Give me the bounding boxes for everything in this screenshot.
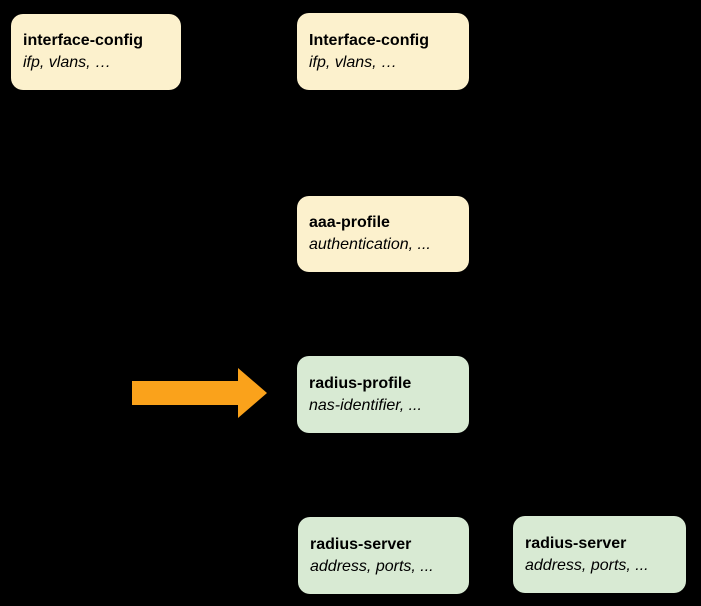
node-title: aaa-profile	[309, 214, 390, 231]
node-subtitle: address, ports, ...	[525, 556, 649, 574]
node-interface-config-left: interface-config ifp, vlans, …	[11, 14, 181, 90]
node-subtitle: authentication, ...	[309, 236, 431, 253]
node-radius-server-left: radius-server address, ports, ...	[298, 517, 469, 594]
node-title: radius-server	[525, 534, 627, 552]
node-title: radius-profile	[309, 374, 412, 392]
node-subtitle: ifp, vlans, …	[23, 54, 112, 71]
node-aaa-profile: aaa-profile authentication, ...	[297, 196, 469, 272]
node-subtitle: ifp, vlans, …	[309, 53, 398, 71]
arrow-right-icon	[132, 368, 267, 418]
node-title: interface-config	[23, 32, 144, 49]
node-title: Interface-config	[309, 31, 430, 49]
node-radius-profile: radius-profile nas-identifier, ...	[297, 356, 469, 433]
node-subtitle: address, ports, ...	[310, 557, 434, 575]
node-subtitle: nas-identifier, ...	[309, 396, 422, 414]
node-radius-server-right: radius-server address, ports, ...	[513, 516, 686, 593]
node-title: radius-server	[310, 535, 412, 553]
node-interface-config-top: Interface-config ifp, vlans, …	[297, 13, 469, 90]
